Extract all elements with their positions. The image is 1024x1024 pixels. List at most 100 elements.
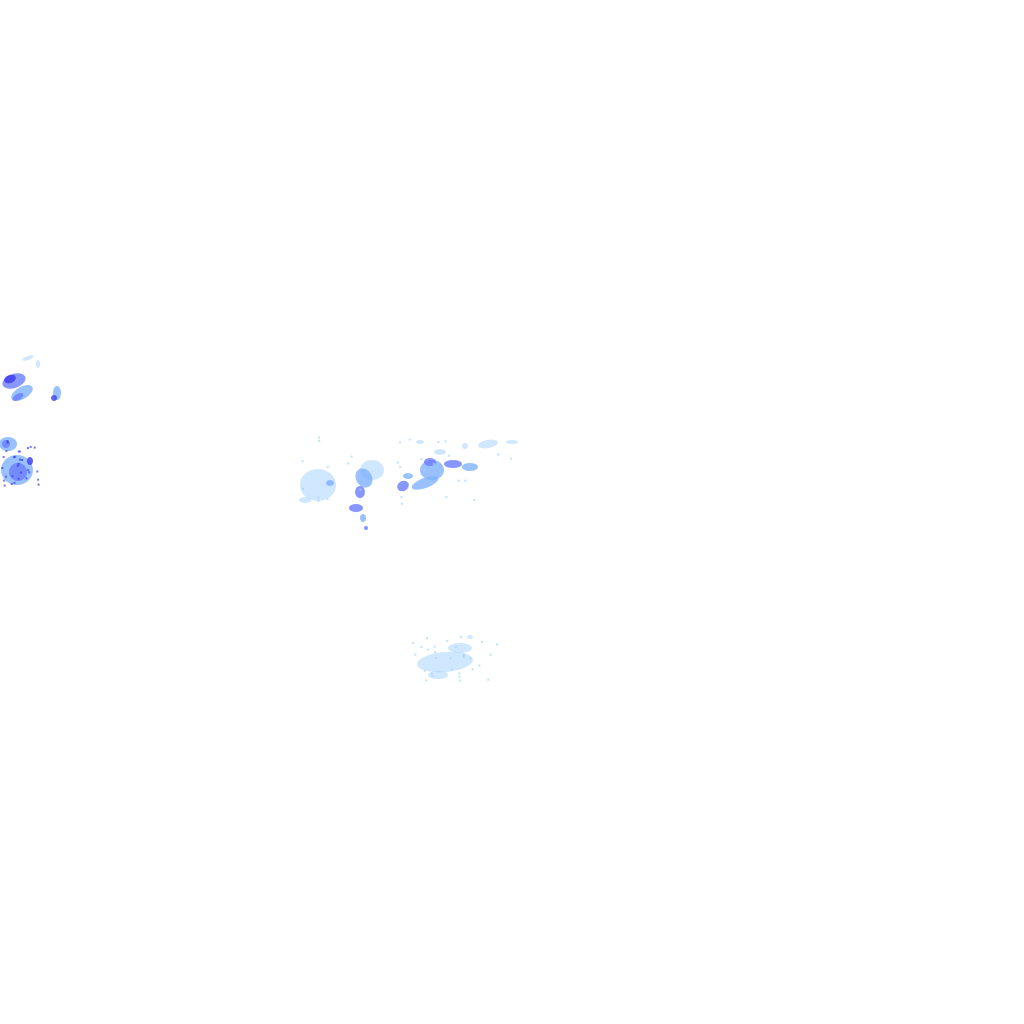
precipitation-speckle (400, 502, 403, 505)
precipitation-speckle (408, 438, 411, 441)
precipitation-echo-heavy (9, 463, 27, 481)
precipitation-speckle (399, 441, 402, 444)
precipitation-speckle (399, 465, 402, 468)
precipitation-echo-light (428, 671, 448, 679)
precipitation-speckle (426, 648, 429, 651)
precipitation-speckle (444, 440, 447, 443)
precipitation-speckle (462, 654, 465, 657)
precipitation-speckle (25, 477, 28, 480)
precipitation-speckle (463, 653, 465, 656)
precipitation-echo-intense (51, 395, 57, 401)
precipitation-speckle (11, 475, 14, 478)
precipitation-speckle (423, 669, 426, 672)
precipitation-speckle (3, 484, 6, 487)
precipitation-echo-light (22, 355, 34, 361)
precipitation-speckle (454, 645, 457, 648)
precipitation-echo-heavy (349, 504, 363, 512)
precipitation-echo-heavy (12, 393, 24, 401)
precipitation-speckle (447, 454, 450, 457)
precipitation-echo-light (434, 449, 446, 455)
precipitation-speckle (420, 646, 423, 648)
precipitation-echo-moderate (462, 463, 478, 471)
precipitation-speckle (359, 488, 362, 491)
precipitation-speckle (414, 653, 417, 656)
precipitation-echo-light (478, 439, 498, 449)
precipitation-echo-heavy (364, 526, 368, 530)
precipitation-speckle (350, 455, 353, 458)
precipitation-speckle (450, 668, 453, 671)
precipitation-speckle (5, 450, 8, 453)
precipitation-speckle (33, 446, 36, 449)
precipitation-speckle (27, 469, 30, 472)
precipitation-speckle (3, 479, 6, 482)
precipitation-speckle (301, 487, 304, 490)
precipitation-echo-light (467, 635, 473, 639)
precipitation-speckle (326, 466, 329, 469)
precipitation-speckle (431, 674, 434, 677)
precipitation-speckle (510, 457, 513, 460)
precipitation-speckle (29, 445, 32, 448)
precipitation-speckle (21, 459, 24, 461)
precipitation-speckle (317, 496, 320, 499)
precipitation-speckle (2, 456, 5, 458)
precipitation-speckle (445, 495, 448, 498)
precipitation-echo-heavy (444, 460, 462, 468)
precipitation-echo-heavy (2, 440, 10, 448)
precipitation-echo-moderate (360, 514, 366, 522)
precipitation-speckle (437, 441, 440, 443)
precipitation-speckle (6, 441, 9, 444)
precipitation-speckle (10, 483, 13, 485)
precipitation-speckle (12, 456, 15, 459)
precipitation-echo-light (417, 651, 473, 673)
precipitation-speckle (420, 458, 423, 461)
precipitation-speckle (13, 481, 16, 484)
precipitation-speckle (487, 678, 490, 681)
precipitation-speckle (459, 679, 462, 682)
precipitation-speckle (17, 462, 20, 465)
precipitation-speckle (457, 479, 460, 482)
precipitation-speckle (434, 651, 437, 654)
precipitation-speckle (16, 464, 19, 467)
precipitation-speckle (6, 440, 9, 442)
precipitation-speckle (423, 469, 426, 472)
precipitation-speckle (400, 496, 403, 499)
precipitation-speckle (435, 657, 438, 659)
precipitation-speckle (469, 657, 472, 660)
precipitation-echo-intense (27, 457, 33, 465)
precipitation-speckle (17, 477, 20, 480)
precipitation-speckle (37, 478, 40, 481)
precipitation-echo-light (300, 469, 336, 501)
precipitation-speckle (28, 471, 31, 474)
precipitation-speckle (478, 664, 481, 667)
precipitation-speckle (301, 460, 304, 463)
precipitation-echo-light (462, 443, 468, 449)
precipitation-speckle (481, 641, 484, 644)
precipitation-speckle (5, 475, 7, 478)
precipitation-speckle (318, 436, 320, 439)
precipitation-speckle (458, 672, 461, 675)
precipitation-speckle (449, 657, 452, 660)
precipitation-speckle (412, 642, 415, 644)
precipitation-speckle (18, 450, 21, 453)
precipitation-speckle (19, 458, 22, 461)
precipitation-speckle (433, 645, 436, 648)
precipitation-echo-light (448, 643, 472, 653)
precipitation-speckle (430, 672, 433, 675)
precipitation-speckle (496, 643, 498, 646)
precipitation-speckle (459, 636, 462, 639)
precipitation-speckle (497, 453, 500, 456)
precipitation-echo-heavy (355, 486, 365, 498)
precipitation-speckle (446, 639, 449, 642)
precipitation-echo-moderate (420, 460, 444, 480)
precipitation-echo-heavy (397, 480, 409, 492)
precipitation-speckle (26, 447, 29, 450)
precipitation-speckle (425, 679, 428, 682)
precipitation-speckle (462, 656, 465, 659)
precipitation-echo-light (506, 440, 518, 444)
precipitation-speckle (36, 470, 39, 473)
precipitation-echo-moderate (326, 480, 334, 486)
precipitation-speckle (464, 479, 467, 482)
precipitation-speckle (347, 462, 350, 465)
precipitation-speckle (425, 637, 428, 640)
